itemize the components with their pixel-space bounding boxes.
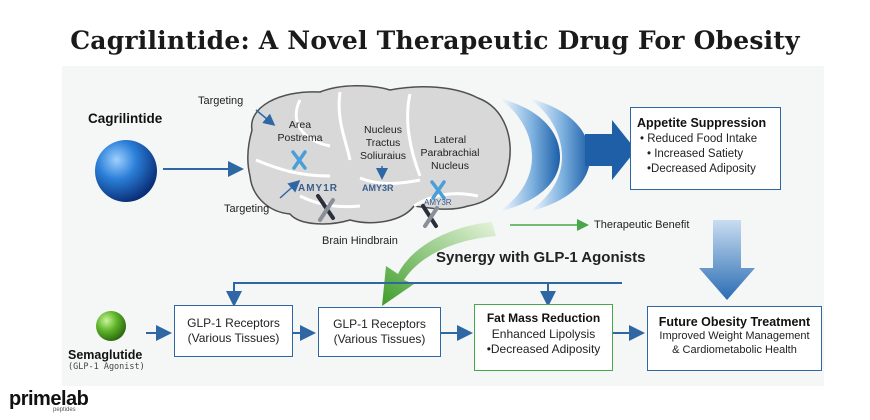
future-item: Improved Weight Management [659,330,810,342]
targeting-top-label: Targeting [198,95,244,107]
semaglutide-sub: (GLP-1 Agonist) [68,362,145,372]
appetite-item: • Increased Satiety [647,148,744,160]
distribution-lines [226,282,622,307]
receptor-icon-lpn [430,180,446,200]
future-obesity-treatment-box: Future Obesity Treatment Improved Weight… [647,306,822,371]
fat-mass-reduction-box: Fat Mass Reduction Enhanced Lipolysis •D… [474,304,613,371]
cagrilintide-sphere [95,140,157,202]
page-title: Cagrilintide: A Novel Therapeutic Drug F… [70,26,800,55]
targeting-bottom-label: Targeting [224,203,270,215]
synergy-green-arrow [382,222,496,306]
glp1-receptors-box-2: GLP-1 Receptors (Various Tissues) [318,307,441,357]
signal-chevrons [498,98,636,212]
fat-mass-title: Fat Mass Reduction [486,311,601,325]
amy3r-mid-label: AMY3R [362,183,394,193]
synergy-label: Synergy with GLP-1 Agonists [436,249,646,266]
amy1r-label: AMY1R [298,183,339,194]
appetite-item: •Decreased Adiposity [647,163,756,175]
fat-mass-item: Enhanced Lipolysis [491,327,596,341]
semaglutide-sphere [96,311,126,341]
glp1-box-2-line: GLP-1 Receptors [333,317,426,331]
fat-mass-item: •Decreased Adiposity [486,342,601,356]
future-title: Future Obesity Treatment [658,315,811,329]
receptor-icon-ap [291,150,307,170]
targeting-top-arrow [255,109,276,126]
primelab-logo: primelab peptides [9,388,89,413]
cagrilintide-label: Cagrilintide [88,111,163,126]
logo-prime: prime [9,388,61,410]
glp1-box-1-line: (Various Tissues) [187,331,280,345]
future-item: & Cardiometabolic Health [672,344,797,356]
receptor-icon-amy3r [421,204,439,228]
glp1-receptors-box-1: GLP-1 Receptors (Various Tissues) [174,305,293,357]
appetite-title: Appetite Suppression [637,116,767,130]
semaglutide-label: Semaglutide [68,348,143,362]
brain-caption: Brain Hindbrain [322,235,398,247]
appetite-suppression-box: Appetite Suppression • Reduced Food Inta… [630,107,781,190]
targeting-bottom-arrow [279,180,301,199]
appetite-item: • Reduced Food Intake [640,133,758,145]
logo-sub: peptides [53,407,76,413]
logo-lab: lab [60,388,89,410]
glp1-box-1-line: GLP-1 Receptors [187,316,280,330]
therapeutic-benefit-label: Therapeutic Benefit [594,219,690,231]
receptor-icon-amy1r [316,194,335,222]
amy3r-right-label: AMY3R [424,198,452,207]
down-arrow-future [699,220,755,300]
glp1-box-2-line: (Various Tissues) [333,332,426,346]
